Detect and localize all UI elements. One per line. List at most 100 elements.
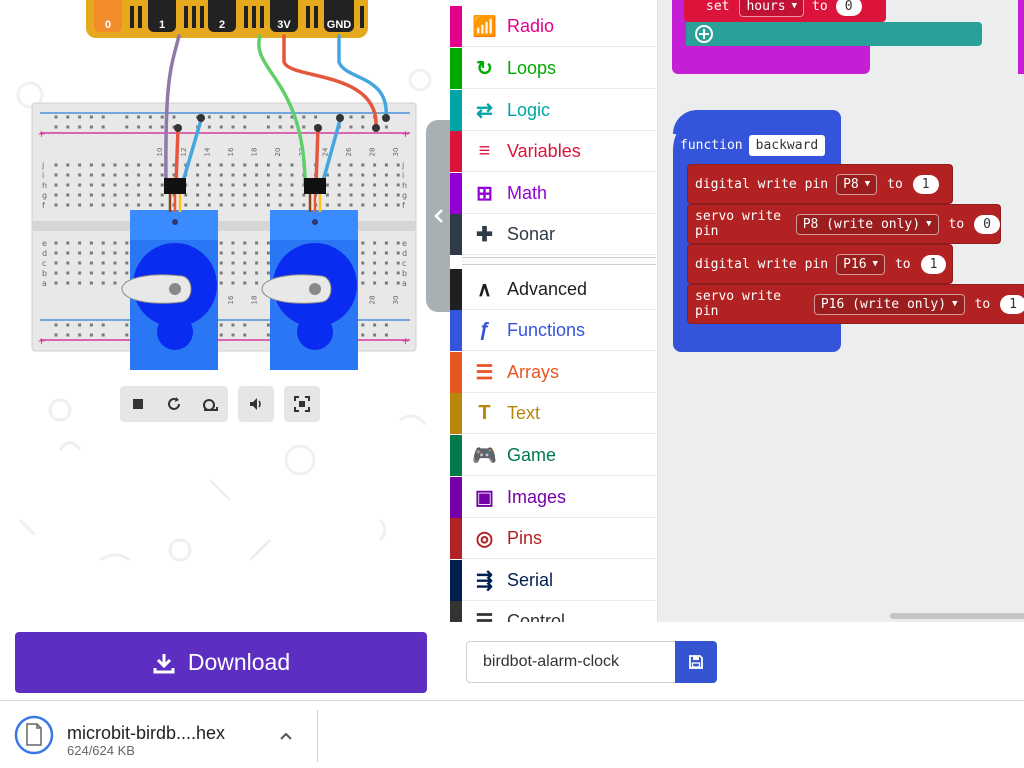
value-input[interactable]: 1 [920, 254, 947, 274]
toolbox-category-serial[interactable]: ⇶Serial [450, 559, 656, 601]
row-number: 20 [274, 148, 282, 157]
toolbox-category-variables[interactable]: ≡Variables [450, 130, 656, 172]
toolbox-category-arrays[interactable]: ☰Arrays [450, 351, 656, 393]
row-letter: f [42, 201, 45, 210]
row-letter: a [402, 279, 407, 288]
fullscreen-button[interactable] [284, 386, 320, 422]
pin-name: P8 (write only) [802, 216, 921, 232]
row-number: 28 [369, 148, 377, 157]
set-variable-block[interactable]: set hours▼ to 0 [684, 0, 886, 22]
to-keyword: to [894, 256, 911, 272]
toolbox-category-pins[interactable]: ◎Pins [450, 517, 656, 559]
row-number: 18 [251, 148, 259, 157]
value-input[interactable]: 1 [1000, 294, 1024, 314]
value-input[interactable]: 0 [835, 0, 862, 16]
text-icon: T [478, 401, 491, 424]
category-label: Radio [507, 15, 555, 36]
row-number: 30 [392, 148, 400, 157]
toolbox-category-loops[interactable]: ↻Loops [450, 47, 656, 89]
simulator-canvas: 0 1 2 3V GND + + + + 1010121214141616181… [16, 0, 432, 562]
servo-1[interactable] [121, 178, 218, 370]
plus-mark: + [38, 127, 45, 141]
divider [317, 710, 318, 762]
toolbox: 📶 Radio ↻Loops⇄Logic≡Variables⊞Math✚Sonar ∧… [450, 0, 658, 622]
pin-label-0: 0 [105, 19, 111, 31]
row-number: 18 [251, 296, 259, 305]
category-label: Math [507, 182, 548, 203]
pin-dropdown[interactable]: P8▼ [836, 173, 878, 195]
mute-button[interactable] [238, 386, 274, 422]
category-color-bar [450, 476, 462, 518]
slow-motion-icon [203, 399, 218, 411]
download-menu-button[interactable] [272, 722, 300, 750]
collapse-simulator-button[interactable] [426, 120, 452, 312]
restart-button[interactable] [156, 386, 192, 422]
category-label: Loops [507, 57, 557, 78]
row-letter: g [42, 191, 47, 200]
mute-icon [250, 398, 261, 410]
horizontal-scrollbar[interactable] [890, 613, 1024, 619]
to-keyword: to [812, 0, 828, 14]
value-input[interactable]: 1 [912, 174, 939, 194]
toolbox-category-images[interactable]: ▣Images [450, 476, 656, 518]
toolbox-category-radio[interactable]: 📶 Radio [450, 5, 656, 47]
pin-name: P16 (write only) [820, 296, 947, 312]
download-file-name: microbit-birdb....hex [67, 723, 226, 743]
servo-2[interactable] [261, 178, 358, 370]
statement-text: servo write pin [695, 209, 782, 239]
row-letter: j [401, 161, 404, 170]
toolbox-category-game[interactable]: 🎮 Game [450, 434, 656, 476]
pin-dropdown[interactable]: P16▼ [836, 253, 885, 275]
download-item[interactable] [14, 711, 54, 757]
row-number: 10 [156, 148, 164, 157]
to-keyword: to [974, 296, 991, 312]
project-name-input[interactable] [466, 641, 676, 683]
toolbox-category-math[interactable]: ⊞Math [450, 172, 656, 214]
row-letter: e [402, 239, 407, 248]
pin-dropdown[interactable]: P16 (write only)▼ [813, 293, 965, 315]
blocks-workspace[interactable]: set hours▼ to 0 function backward digita… [658, 0, 1024, 622]
pin-name: P16 [843, 256, 867, 272]
function-name-field[interactable]: backward [748, 134, 826, 156]
shuffle-icon: ⇄ [476, 99, 493, 122]
bar-chart-icon: 📶 [472, 15, 497, 38]
stop-button[interactable] [120, 386, 156, 422]
add-icon[interactable] [694, 24, 714, 44]
row-letter: i [402, 171, 404, 180]
category-color-bar [450, 5, 462, 47]
caret-down-icon: ▼ [864, 179, 871, 189]
category-label: Variables [507, 140, 581, 161]
row-letter: h [42, 181, 47, 190]
row-letter: e [42, 239, 47, 248]
save-button[interactable] [675, 641, 717, 683]
slow-motion-button[interactable] [192, 386, 228, 422]
toolbox-category-logic[interactable]: ⇄Logic [450, 89, 656, 131]
to-keyword: to [887, 176, 903, 192]
chevron-up-icon [280, 732, 292, 740]
download-button[interactable]: Download [15, 632, 427, 693]
toolbox-category-sonar[interactable]: ✚Sonar [450, 213, 656, 255]
download-file-size: 624/624 KB [67, 743, 135, 758]
usb-icon: ⇶ [476, 569, 493, 592]
pin-dropdown[interactable]: P8 (write only)▼ [795, 213, 939, 235]
variable-dropdown[interactable]: hours▼ [739, 0, 805, 17]
toolbox-category-advanced[interactable]: ∧Advanced [450, 268, 656, 310]
gamepad-icon: 🎮 [472, 444, 497, 467]
category-label: Game [507, 444, 557, 465]
category-color-bar [450, 392, 462, 434]
category-color-bar [450, 47, 462, 89]
microbit-connector: 0 1 2 3V GND [86, 0, 368, 38]
value-input[interactable]: 0 [974, 214, 1000, 234]
row-letter: d [42, 249, 47, 258]
row-letter: f [402, 201, 405, 210]
toolbox-category-control[interactable]: ☰Control [450, 600, 656, 623]
category-label: Control [507, 610, 566, 623]
clock-block[interactable] [686, 22, 982, 46]
